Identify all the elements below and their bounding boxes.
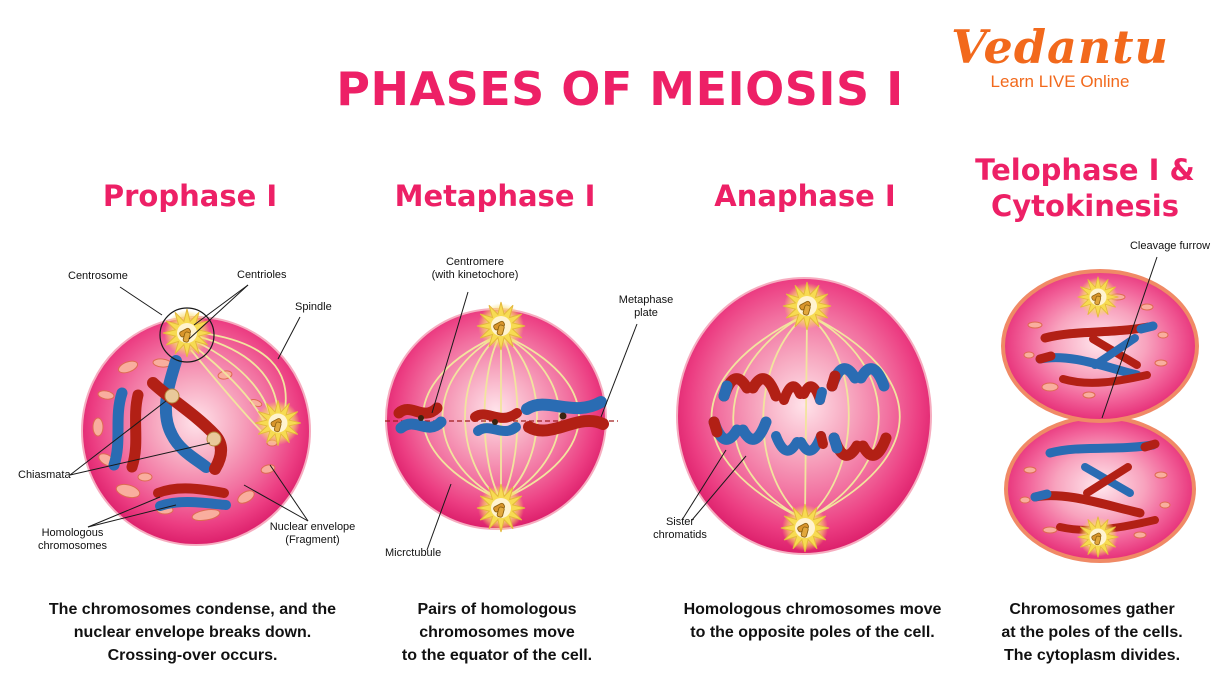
metaphase-cell-illustration: [385, 291, 638, 551]
brand-tagline: Learn LIVE Online: [990, 72, 1130, 91]
leader-lines: [69, 284, 309, 528]
centriole-magnifier-circle: [159, 307, 215, 363]
anaphase-figure: Sister chromatids: [640, 258, 960, 570]
brand-wordmark: Vedantu: [951, 20, 1169, 74]
telophase-cell-illustration: [1001, 256, 1199, 563]
prophase-cell-illustration: [69, 284, 311, 546]
description-anaphase: Homologous chromosomes move to the oppos…: [683, 601, 942, 641]
chiasma-points: [164, 388, 222, 447]
description-telophase: Chromosomes gather at the poles of the c…: [1001, 601, 1183, 664]
title-metaphase: Metaphase I: [394, 179, 596, 213]
aligned-chromosomes: [393, 396, 609, 437]
leader-lines: [681, 449, 747, 521]
metaphase-figure: Centromere (with kinetochore) Metaphase …: [375, 250, 680, 570]
leader-lines: [426, 291, 638, 551]
title-telophase: Telophase I & Cytokinesis: [975, 153, 1195, 223]
page-title: PHASES OF MEIOSIS I: [336, 62, 904, 116]
kinetochore-dots: [418, 412, 567, 425]
telophase-figure: Cleavage furrow: [965, 235, 1227, 575]
title-prophase: Prophase I: [102, 179, 278, 213]
description-prophase: The chromosomes condense, and the nuclea…: [48, 601, 337, 664]
chromosomes-top-cell: [1035, 321, 1158, 387]
nuclear-envelope-fragments: [1019, 293, 1171, 549]
prophase-figure: Centrosome Centrioles Spindle Chiasmata …: [10, 255, 365, 570]
separating-chromosomes: [708, 363, 892, 461]
anaphase-cell-illustration: [676, 277, 932, 555]
title-anaphase: Anaphase I: [714, 179, 896, 213]
vedantu-logo: Vedantu Learn LIVE Online: [942, 22, 1178, 92]
leader-line-cleavage-furrow: [1101, 256, 1158, 419]
description-metaphase: Pairs of homologous chromosomes move to …: [401, 601, 593, 664]
cell-membrane: [676, 277, 932, 555]
